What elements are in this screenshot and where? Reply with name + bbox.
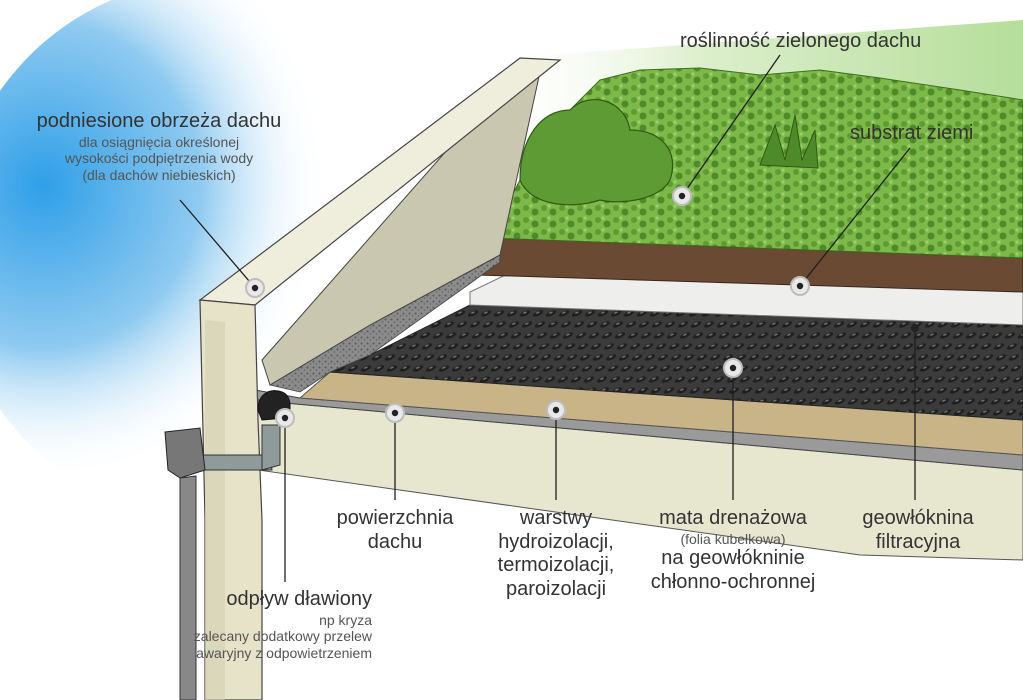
grass-tuft: [759, 114, 819, 169]
label-insulation-layers-line-3: termoizolacji,: [497, 554, 615, 577]
label-filter-geotextile: geowłóknina filtracyjna: [848, 507, 988, 554]
label-filter-geotextile-line-2: filtracyjna: [875, 530, 961, 553]
label-raised-rim-desc-2: wysokości podpiętrzenia wody: [64, 150, 254, 167]
label-vegetation-title: roślinność zielonego dachu: [680, 30, 922, 52]
label-drainage-mat: mata drenażowa (folia kubełkowa) na geow…: [638, 507, 828, 594]
label-throttled-outlet-desc-2: zalecany dodatkowy przelew: [193, 628, 372, 645]
pointer-lines: [179, 54, 916, 582]
label-throttled-outlet-title: odpływ dławiony: [226, 588, 372, 610]
downpipe: [179, 475, 197, 700]
label-drainage-mat-title: mata drenażowa: [659, 507, 807, 529]
drain-pipe-elbow: [261, 424, 281, 471]
label-drainage-mat-note: (folia kubełkowa): [680, 530, 786, 547]
label-insulation-layers-line-2: hydroizolacji,: [498, 530, 614, 553]
label-roof-surface-line-2: dachu: [367, 530, 423, 553]
label-raised-rim-title: podniesione obrzeża dachu: [36, 110, 282, 132]
label-insulation-layers-line-4: paroizolacji: [505, 577, 607, 600]
label-raised-rim: podniesione obrzeża dachu dla osiągnięci…: [28, 110, 290, 183]
label-drainage-mat-line-2: chłonno-ochronnej: [650, 570, 816, 593]
label-insulation-layers-line-1: warstwy: [519, 507, 593, 529]
gutter-box: [164, 427, 206, 479]
label-substrate: substrat ziemi: [850, 122, 973, 146]
label-drainage-mat-line-1: na geowłókninie: [661, 547, 805, 570]
label-throttled-outlet-desc-1: np kryza: [319, 611, 372, 628]
label-vegetation: roślinność zielonego dachu: [680, 30, 921, 54]
shrub: [519, 99, 674, 206]
label-throttled-outlet: odpływ dławiony np kryza zalecany dodatk…: [150, 588, 372, 661]
rim-side-shadow: [205, 320, 225, 700]
label-raised-rim-desc-3: (dla dachów niebieskich): [82, 166, 236, 183]
label-roof-surface-line-1: powierzchnia: [336, 507, 454, 529]
label-substrate-title: substrat ziemi: [850, 122, 974, 144]
label-insulation-layers: warstwy hydroizolacji, termoizolacji, pa…: [486, 507, 626, 601]
label-filter-geotextile-line-1: geowłóknina: [862, 507, 974, 529]
drain-pipe-horizontal: [199, 454, 273, 471]
pointer-markers: [245, 186, 919, 428]
label-roof-surface: powierzchnia dachu: [325, 507, 465, 554]
label-raised-rim-desc-1: dla osiągnięcia określonej: [78, 133, 240, 150]
label-throttled-outlet-desc-3: awaryjny z odpowietrzeniem: [196, 644, 372, 661]
